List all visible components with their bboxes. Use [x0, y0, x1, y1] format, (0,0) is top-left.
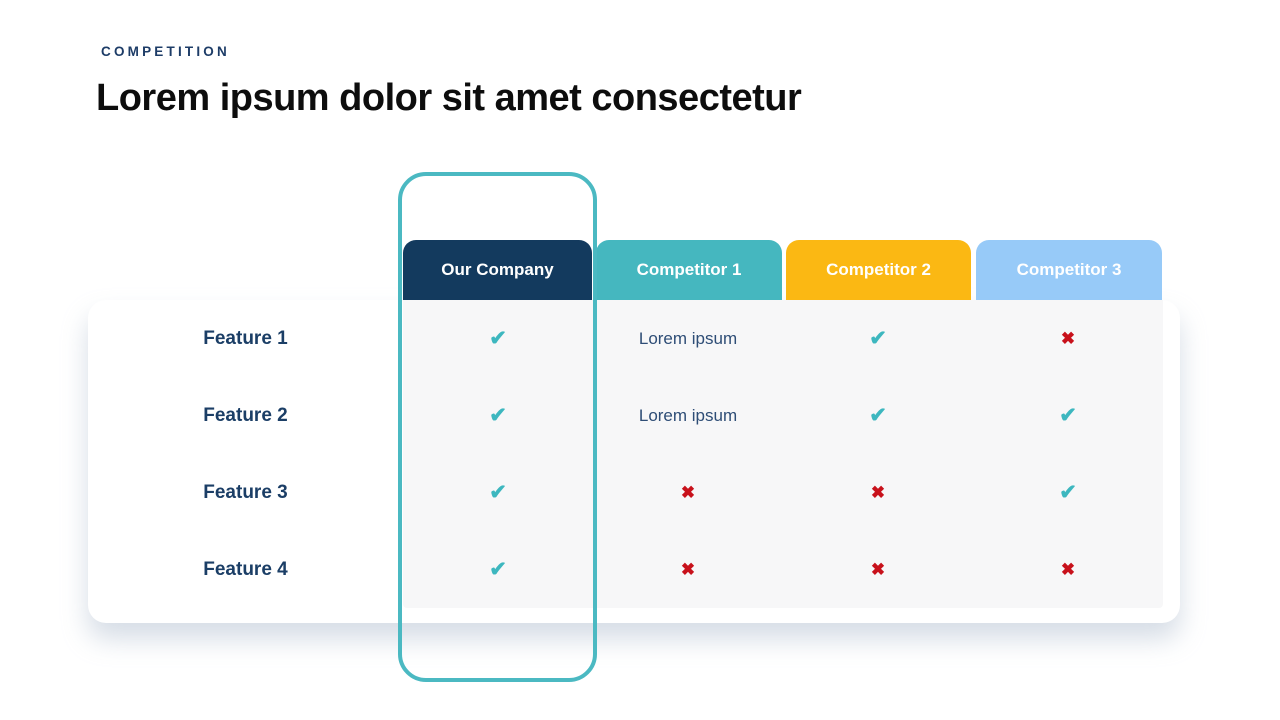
table-cell: Lorem ipsum	[593, 377, 783, 454]
table-cell: ✔	[403, 300, 593, 377]
table-row: Feature 3 ✔ ✖ ✖ ✔	[88, 454, 1180, 531]
column-tab-label: Competitor 1	[636, 260, 742, 279]
cross-icon: ✖	[870, 483, 886, 502]
check-icon: ✔	[489, 481, 507, 504]
check-icon: ✔	[1059, 404, 1077, 427]
check-icon: ✔	[489, 404, 507, 427]
table-cell: ✖	[783, 531, 973, 608]
table-cell: ✖	[783, 454, 973, 531]
column-tab-our-company: Our Company	[403, 240, 592, 300]
table-body-panel	[403, 300, 1163, 608]
slide-eyebrow: COMPETITION	[101, 44, 230, 59]
table-row: Feature 1 ✔ Lorem ipsum ✔ ✖	[88, 300, 1180, 377]
cross-icon: ✖	[870, 560, 886, 579]
column-tab-label: Competitor 2	[826, 260, 931, 279]
feature-label: Feature 1	[203, 327, 288, 349]
table-row: Feature 2 ✔ Lorem ipsum ✔ ✔	[88, 377, 1180, 454]
column-tabs: Our Company Competitor 1 Competitor 2 Compe…	[0, 240, 1280, 300]
cross-icon: ✖	[1060, 560, 1076, 579]
table-cell: ✔	[783, 377, 973, 454]
check-icon: ✔	[869, 404, 887, 427]
table-cell: ✔	[403, 454, 593, 531]
table-cell: ✔	[783, 300, 973, 377]
table-cell: ✖	[973, 300, 1163, 377]
table-row: Feature 4 ✔ ✖ ✖ ✖	[88, 531, 1180, 608]
comparison-table-card	[88, 300, 1180, 623]
table-cell: ✖	[973, 531, 1163, 608]
table-cell: ✔	[973, 377, 1163, 454]
table-rows: Feature 1 ✔ Lorem ipsum ✔ ✖ Feature 2 ✔ Lorem i…	[88, 300, 1180, 608]
feature-label: Feature 3	[203, 481, 288, 503]
cell-text: Lorem ipsum	[638, 328, 738, 348]
check-icon: ✔	[489, 558, 507, 581]
page-title: Lorem ipsum dolor sit amet consectetur	[96, 77, 802, 119]
table-cell: Lorem ipsum	[593, 300, 783, 377]
column-tab-competitor-2: Competitor 2	[786, 240, 971, 300]
column-tab-competitor-3: Competitor 3	[976, 240, 1162, 300]
column-tab-competitor-1: Competitor 1	[596, 240, 782, 300]
cross-icon: ✖	[680, 483, 696, 502]
cell-text: Lorem ipsum	[638, 405, 738, 425]
feature-label: Feature 4	[203, 558, 288, 580]
table-cell: ✔	[403, 377, 593, 454]
table-cell: ✔	[403, 531, 593, 608]
feature-label: Feature 2	[203, 404, 288, 426]
check-icon: ✔	[869, 327, 887, 350]
check-icon: ✔	[1059, 481, 1077, 504]
table-cell: ✖	[593, 454, 783, 531]
check-icon: ✔	[489, 327, 507, 350]
table-cell: ✔	[973, 454, 1163, 531]
column-tab-label: Our Company	[441, 260, 554, 279]
column-tab-label: Competitor 3	[1016, 260, 1122, 279]
cross-icon: ✖	[1060, 329, 1076, 348]
table-cell: ✖	[593, 531, 783, 608]
cross-icon: ✖	[680, 560, 696, 579]
